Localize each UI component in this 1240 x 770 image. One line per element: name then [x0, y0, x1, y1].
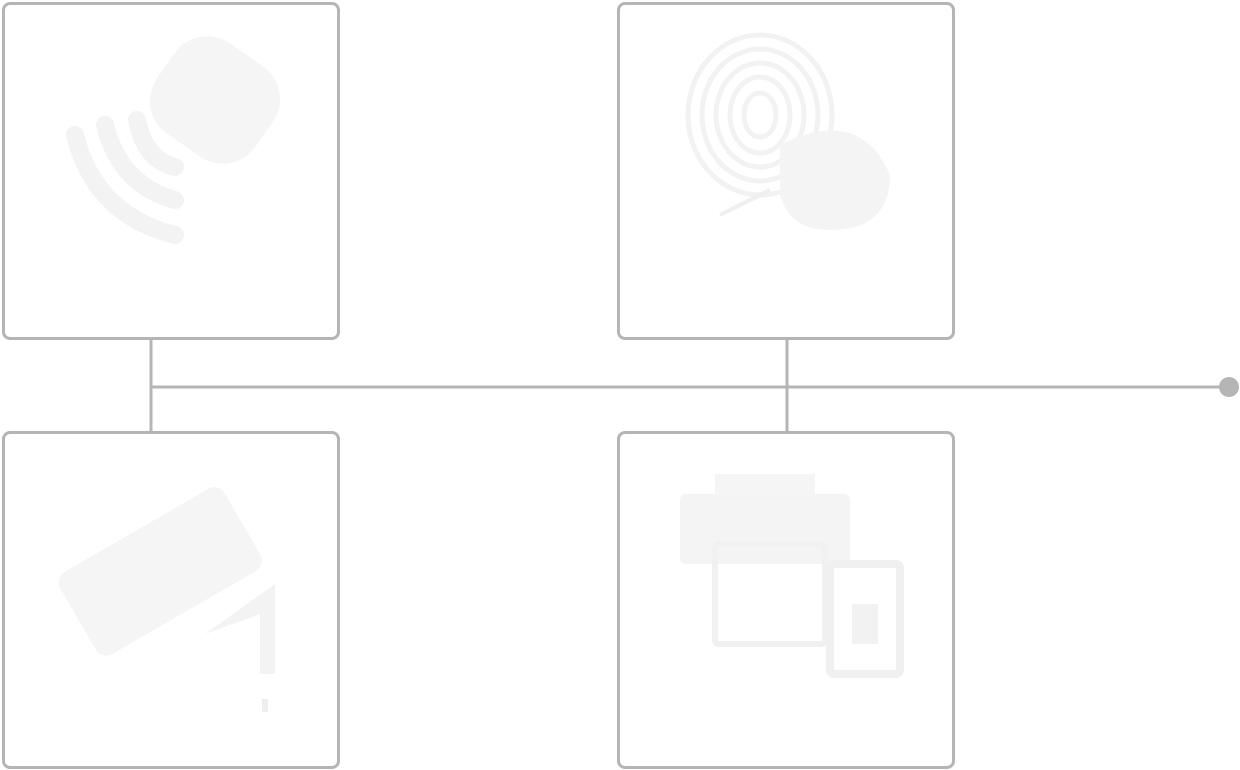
camera-node-card[interactable]	[2, 431, 340, 769]
printer-node-card[interactable]	[617, 431, 955, 769]
wifi-signal-icon	[66, 36, 280, 244]
printer-lock-icon	[680, 474, 904, 678]
security-camera-icon	[58, 487, 275, 712]
fingerprint-node-card[interactable]	[617, 2, 955, 340]
wifi-node-card[interactable]	[2, 2, 340, 340]
bus-endpoint	[1219, 377, 1239, 397]
fingerprint-icon	[685, 32, 890, 230]
